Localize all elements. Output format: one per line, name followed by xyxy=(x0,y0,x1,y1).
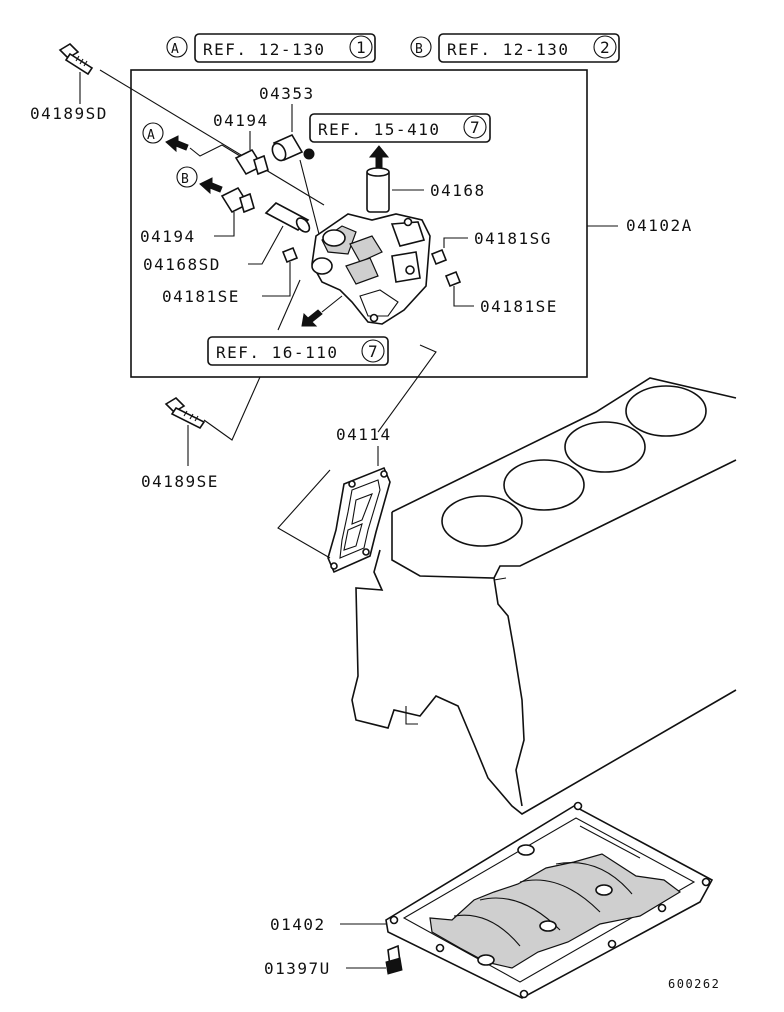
arrow-b-letter: B xyxy=(181,172,190,187)
label-04189se: 04189SE xyxy=(141,472,219,491)
label-04189sd: 04189SD xyxy=(30,104,108,123)
label-04181sg: 04181SG xyxy=(474,229,552,248)
label-04194-upper: 04194 xyxy=(213,111,269,130)
label-01402: 01402 xyxy=(270,915,326,934)
ref-a-letter: A xyxy=(171,42,180,57)
arrow-a-circle xyxy=(142,122,164,144)
ref-a-box xyxy=(194,33,376,63)
figure-code: 600262 xyxy=(668,977,720,991)
arrow-a-icon xyxy=(165,135,189,153)
leader-04194-lower xyxy=(214,212,235,237)
label-04181se-left: 04181SE xyxy=(162,287,240,306)
ref-callout-bottom[interactable]: REF. 16-110 7 xyxy=(207,336,389,366)
leader-04168sd xyxy=(248,225,284,265)
ref-b-num-circle xyxy=(593,35,617,59)
ref-callout-a[interactable]: A REF. 12-130 1 xyxy=(166,33,376,63)
nut-04181sg[interactable] xyxy=(430,248,448,266)
assembly-frame xyxy=(130,69,588,378)
ref-bottom-text: REF. 16-110 xyxy=(216,343,338,362)
oil-pan-gasket-01402[interactable] xyxy=(385,801,714,999)
ref-inner-num: 7 xyxy=(470,118,481,137)
bolt-shank xyxy=(64,52,94,76)
bolt-head xyxy=(58,42,80,60)
nut-04181se-right[interactable] xyxy=(444,270,462,288)
label-04168: 04168 xyxy=(430,181,486,200)
oil-cooler-body[interactable] xyxy=(311,213,431,325)
ref-a-num: 1 xyxy=(356,38,367,57)
label-04353: 04353 xyxy=(259,84,315,103)
sensor-04353[interactable] xyxy=(270,133,321,239)
pipe-04168sd[interactable] xyxy=(264,202,312,234)
dashed-axis-line xyxy=(99,69,325,206)
ref-b-text: REF. 12-130 xyxy=(447,40,569,59)
ref-a-circle xyxy=(166,36,188,58)
nut-04181se-left[interactable] xyxy=(281,246,299,264)
label-01397u: 01397U xyxy=(264,959,331,978)
ref-callout-b[interactable]: B REF. 12-130 2 xyxy=(410,33,620,63)
ref-b-box xyxy=(438,33,620,63)
ref-callout-inner[interactable]: REF. 15-410 7 xyxy=(309,113,491,143)
engine-block[interactable] xyxy=(351,377,737,815)
fitting-04194-lower[interactable] xyxy=(220,186,255,214)
ref-bottom-num: 7 xyxy=(368,342,379,361)
ref-b-letter: B xyxy=(415,42,424,57)
ref-a-text: REF. 12-130 xyxy=(203,40,325,59)
label-04102a: 04102A xyxy=(626,216,693,235)
label-04194-lower: 04194 xyxy=(140,227,196,246)
leader-04181se-right xyxy=(453,286,474,307)
bolt-04189sd[interactable] xyxy=(58,42,94,76)
arrow-a-letter: A xyxy=(147,128,156,143)
gasket-04114[interactable] xyxy=(327,466,391,574)
arrow-b-icon xyxy=(199,177,223,195)
drain-plug-01397u[interactable] xyxy=(385,944,403,975)
label-04181se-right: 04181SE xyxy=(480,297,558,316)
bolt-04189se[interactable] xyxy=(164,396,206,430)
ref-a-num-circle xyxy=(349,35,373,59)
arrow-up-icon xyxy=(368,145,390,168)
leader-04181se-left xyxy=(262,262,291,297)
ref-b-num: 2 xyxy=(600,38,611,57)
fitting-04194-upper[interactable] xyxy=(234,148,269,176)
ref-b-circle xyxy=(410,36,432,58)
label-04168sd: 04168SD xyxy=(143,255,221,274)
arrow-b-circle xyxy=(176,166,198,188)
leader-04181sg xyxy=(443,237,468,248)
arrow-down-left-icon xyxy=(301,309,323,327)
ref-inner-text: REF. 15-410 xyxy=(318,120,440,139)
pipe-04168[interactable] xyxy=(366,167,390,213)
label-04114: 04114 xyxy=(336,425,392,444)
